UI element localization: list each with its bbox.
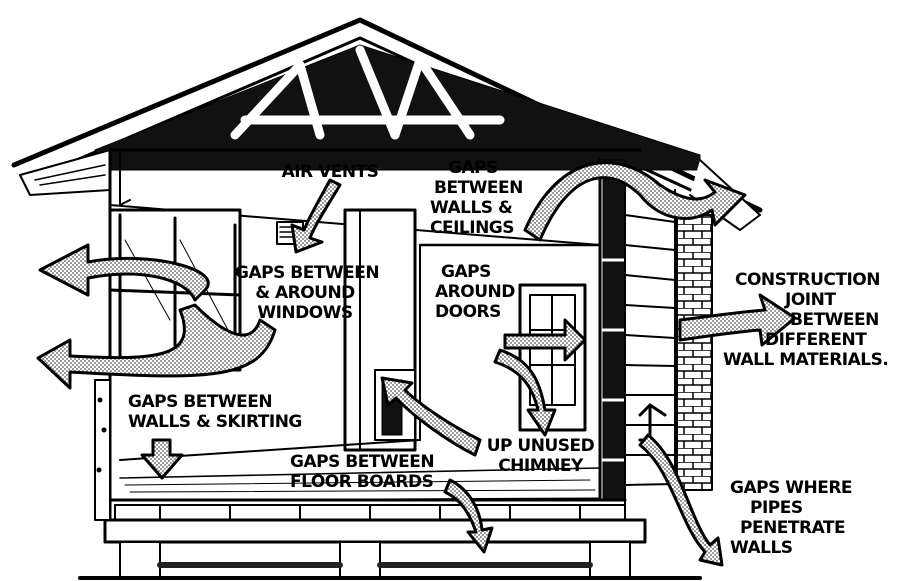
label-gaps-windows: GAPS BETWEEN & AROUND WINDOWS (235, 263, 375, 323)
arrow-skirting (142, 440, 182, 478)
air-vents-text: AIR VENTS (270, 162, 390, 182)
label-gaps-skirting: GAPS BETWEEN WALLS & SKIRTING (128, 392, 302, 432)
doors-line-3: DOORS (435, 302, 515, 322)
joint-line-5: WALL MATERIALS. (723, 350, 888, 370)
windows-line-3: WINDOWS (235, 303, 375, 323)
walls-ceilings-line-1: GAPS (430, 158, 523, 178)
floor-line-1: GAPS BETWEEN (290, 452, 434, 472)
label-gaps-walls-ceilings: GAPS BETWEEN WALLS & CEILINGS (430, 158, 523, 238)
pipes-line-2: PIPES (730, 498, 852, 518)
label-construction-joint: CONSTRUCTION JOINT BETWEEN DIFFERENT WAL… (735, 270, 888, 370)
label-unused-chimney: UP UNUSED CHIMNEY (478, 436, 603, 476)
label-air-vents: AIR VENTS (270, 162, 390, 182)
pipes-line-4: WALLS (730, 538, 852, 558)
joint-line-1: CONSTRUCTION (735, 270, 888, 290)
doors-line-2: AROUND (435, 282, 515, 302)
label-gaps-doors: GAPS AROUND DOORS (435, 262, 515, 322)
walls-ceilings-line-2: BETWEEN (430, 178, 523, 198)
joint-line-4: DIFFERENT (735, 330, 888, 350)
walls-ceilings-line-3: WALLS & (430, 198, 523, 218)
skirting-line-2: WALLS & SKIRTING (128, 412, 302, 432)
doors-line-1: GAPS (435, 262, 515, 282)
joint-line-3: BETWEEN (735, 310, 888, 330)
label-gaps-pipes: GAPS WHERE PIPES PENETRATE WALLS (730, 478, 852, 558)
joint-line-2: JOINT (735, 290, 888, 310)
skirting-line-1: GAPS BETWEEN (128, 392, 302, 412)
arrow-air-vent (292, 180, 340, 252)
pipes-line-1: GAPS WHERE (730, 478, 852, 498)
pipes-line-3: PENETRATE (730, 518, 852, 538)
windows-line-2: & AROUND (235, 283, 375, 303)
chimney-line-2: CHIMNEY (478, 456, 603, 476)
windows-line-1: GAPS BETWEEN (235, 263, 375, 283)
chimney-line-1: UP UNUSED (478, 436, 603, 456)
floor-line-2: FLOOR BOARDS (290, 472, 434, 492)
walls-ceilings-line-4: CEILINGS (430, 218, 523, 238)
label-gaps-floor-boards: GAPS BETWEEN FLOOR BOARDS (290, 452, 434, 492)
